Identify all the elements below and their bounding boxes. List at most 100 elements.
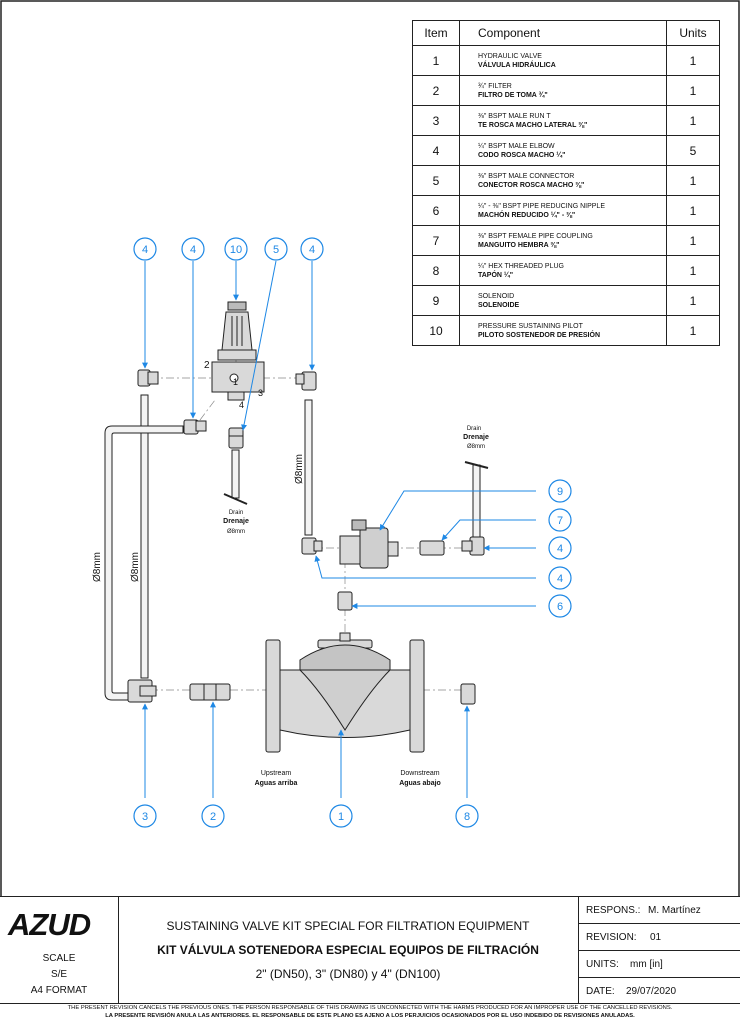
fittings [127, 369, 485, 705]
item-number: 4 [412, 135, 460, 166]
component-name-es: MANGUITO HEMBRA ⅜" [478, 241, 560, 249]
balloon-number: 4 [142, 244, 148, 256]
balloon-callout: 3 [133, 804, 157, 828]
drain-label-en: Drain [229, 510, 243, 516]
elbow-fitting [301, 537, 323, 555]
downstream-label-es: Aguas abajo [399, 780, 441, 787]
sheet-border [0, 0, 740, 896]
footer-spanish: LA PRESENTE REVISIÓN ANULA LAS ANTERIORE… [105, 1013, 635, 1019]
run-tee [127, 679, 157, 703]
logo-panel: AZUD SCALE S/E A4 FORMAT [0, 897, 119, 1004]
balloon-callout: 10 [224, 237, 248, 261]
revision-value: 01 [650, 932, 662, 943]
port-label: 2 [204, 360, 210, 371]
item-number: 10 [412, 315, 460, 346]
units-cell: 5 [666, 135, 720, 166]
center-lines [150, 360, 478, 691]
scale-value: S/E [50, 969, 68, 980]
item-number: 2 [412, 75, 460, 106]
component-name-es: TE ROSCA MACHO LATERAL ⅜" [478, 121, 588, 129]
elbow-fitting [137, 369, 159, 387]
balloon-callout: 1 [329, 804, 353, 828]
units-cell: 1 [666, 315, 720, 346]
balloon-number: 10 [230, 244, 242, 256]
balloon-circle [264, 237, 288, 261]
upstream-label-es: Aguas arriba [255, 780, 298, 787]
balloon-circle [300, 237, 324, 261]
component-name-en: ⅜" BSPT MALE CONNECTOR [478, 172, 575, 180]
footer-english: THE PRESENT REVISION CANCELS THE PREVIOU… [67, 1005, 673, 1011]
revision-row: REVISION: 01 [578, 924, 740, 951]
component-name-en: ¼" BSPT MALE ELBOW [478, 142, 555, 150]
footer-disclaimer: THE PRESENT REVISION CANCELS THE PREVIOU… [0, 1003, 740, 1025]
balloon-circle [548, 566, 572, 590]
elbow-fitting [183, 419, 207, 435]
balloon-number: 4 [557, 573, 563, 585]
female-coupling [419, 540, 445, 556]
paper-format: A4 FORMAT [30, 985, 88, 996]
drain-label-es: Drenaje [223, 518, 249, 525]
drain-label-es: Drenaje [463, 434, 489, 441]
units-label: UNITS: [586, 959, 619, 970]
balloon-circle [548, 508, 572, 532]
units-cell: 1 [666, 45, 720, 76]
drain-size: Ø8mm [227, 529, 245, 535]
balloon-circle [548, 594, 572, 618]
elbow-fitting [295, 371, 317, 391]
table-header-row: Item Component Units [412, 20, 720, 46]
port-label: 1 [233, 377, 238, 387]
balloon-circle [455, 804, 479, 828]
reducing-nipple [337, 591, 353, 611]
port-label: 4 [239, 400, 244, 410]
date-value: 29/07/2020 [626, 986, 677, 997]
balloon-circle [329, 804, 353, 828]
hex-plug [460, 683, 476, 705]
balloon-callout: 4 [548, 536, 572, 560]
filter [189, 683, 231, 701]
header-item: Item [412, 20, 460, 46]
units-cell: 1 [666, 105, 720, 136]
balloon-number: 5 [273, 244, 279, 256]
balloon-callout: 4 [548, 566, 572, 590]
title-english: SUSTAINING VALVE KIT SPECIAL FOR FILTRAT… [166, 919, 530, 933]
balloon-callout: 8 [455, 804, 479, 828]
component-name-en: HYDRAULIC VALVE [478, 52, 542, 60]
component-name-es: MACHÓN REDUCIDO ¼" - ⅜" [478, 211, 576, 219]
leader-lines [142, 260, 536, 798]
male-connector [228, 427, 244, 449]
item-number: 5 [412, 165, 460, 196]
balloon-number: 4 [190, 244, 196, 256]
component-name-es: CONECTOR ROSCA MACHO ⅜" [478, 181, 585, 189]
pipe-diameter-label: Ø8mm [294, 454, 305, 484]
date-label: DATE: [586, 986, 615, 997]
balloon-callout: 7 [548, 508, 572, 532]
balloon-number: 4 [557, 543, 563, 555]
component-name-en: ¼" HEX THREADED PLUG [478, 262, 564, 270]
respons-row: RESPONS.: M. Martínez [578, 897, 740, 924]
component-name-es: FILTRO DE TOMA ¾" [478, 91, 548, 99]
drain-size: Ø8mm [467, 444, 485, 450]
component-name-en: ¾" FILTER [478, 82, 512, 90]
balloon-callout: 4 [300, 237, 324, 261]
units-value: mm [in] [630, 959, 663, 970]
pipe-diameter-label: Ø8mm [92, 552, 103, 582]
units-cell: 1 [666, 75, 720, 106]
pipe-diameter-label: Ø8mm [130, 552, 141, 582]
balloon-callout: 9 [548, 479, 572, 503]
item-number: 1 [412, 45, 460, 76]
respons-value: M. Martínez [648, 905, 701, 916]
balloon-number: 9 [557, 486, 563, 498]
balloon-number: 7 [557, 515, 563, 527]
title-block: AZUD SCALE S/E A4 FORMAT SUSTAINING VALV… [0, 896, 740, 1004]
balloon-number: 1 [338, 811, 344, 823]
